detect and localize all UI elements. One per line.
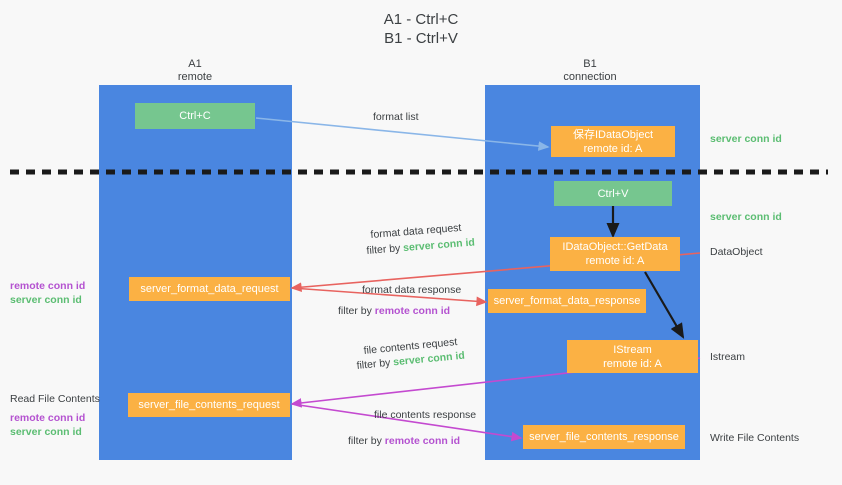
lane-header-b1-name: B1 <box>583 58 597 70</box>
left-note-format-remote: remote conn id <box>10 280 86 292</box>
right-note-write-file-contents: Write File Contents <box>710 432 800 444</box>
lane-header-a1-name: A1 <box>188 58 202 70</box>
remote-conn-id-token: remote conn id <box>384 435 461 447</box>
left-note-file-remote: remote conn id <box>10 412 86 424</box>
node-save-idataobject-line2: remote id: A <box>583 142 643 155</box>
node-server-file-contents-request-label: server_file_contents_request <box>138 399 280 411</box>
filter-prefix: filter by <box>348 435 385 447</box>
filter-prefix: filter by <box>356 356 394 372</box>
node-server-file-contents-response[interactable]: server_file_contents_response <box>523 425 685 449</box>
left-note-format-conn-ids: remote conn id server conn id <box>10 279 85 307</box>
edge-label-file-contents-response: file contents response <box>374 409 477 421</box>
filter-prefix: filter by <box>338 305 375 317</box>
left-note-file-conn-ids: remote conn id server conn id <box>10 411 85 439</box>
edge-label-format-data-response-filter: filter by remote conn id <box>338 304 450 318</box>
node-istream[interactable]: IStream remote id: A <box>567 340 698 373</box>
node-istream-line2: remote id: A <box>603 357 662 370</box>
lane-header-b1-subtitle: connection <box>563 71 617 83</box>
lane-header-a1: A1 remote <box>110 58 280 84</box>
node-ctrl-v-label: Ctrl+V <box>597 187 629 200</box>
edge-label-file-contents-response-filter: filter by remote conn id <box>348 434 460 448</box>
right-note-dataobject: DataObject <box>710 246 763 258</box>
edge-label-format-list: format list <box>373 111 419 123</box>
node-save-idataobject[interactable]: 保存IDataObject remote id: A <box>551 126 675 157</box>
right-note-istream: Istream <box>710 351 746 363</box>
node-save-idataobject-line1: 保存IDataObject <box>572 128 654 141</box>
node-istream-line1: IStream <box>613 343 652 356</box>
lane-header-b1: B1 connection <box>495 58 685 84</box>
left-note-read-file-contents: Read File Contents <box>10 393 100 405</box>
node-ctrl-c[interactable]: Ctrl+C <box>135 103 255 129</box>
left-note-format-server: server conn id <box>10 294 82 306</box>
node-ctrl-c-label: Ctrl+C <box>179 110 211 122</box>
node-server-file-contents-request[interactable]: server_file_contents_request <box>128 393 290 417</box>
left-note-file-server: server conn id <box>10 426 82 438</box>
node-ctrl-v[interactable]: Ctrl+V <box>554 181 672 206</box>
filter-prefix: filter by <box>366 242 404 257</box>
node-server-format-data-response[interactable]: server_format_data_response <box>488 289 646 313</box>
title-line-2: B1 - Ctrl+V <box>384 30 458 47</box>
node-server-format-data-response-label: server_format_data_response <box>493 295 641 307</box>
right-note-server-conn-id-mid: server conn id <box>710 211 782 223</box>
edge-label-format-data-response: format data response <box>362 284 462 296</box>
node-getdata[interactable]: IDataObject::GetData remote id: A <box>550 237 680 271</box>
node-server-format-data-request[interactable]: server_format_data_request <box>129 277 290 301</box>
page-title: A1 - Ctrl+C B1 - Ctrl+V <box>0 10 842 48</box>
server-conn-id-token: server conn id <box>402 236 476 255</box>
node-getdata-line1: IDataObject::GetData <box>562 241 668 253</box>
node-server-format-data-request-label: server_format_data_request <box>140 283 279 295</box>
node-server-file-contents-response-label: server_file_contents_response <box>529 431 679 443</box>
lane-header-a1-subtitle: remote <box>177 71 213 83</box>
node-getdata-line2: remote id: A <box>585 255 645 267</box>
title-line-1: A1 - Ctrl+C <box>383 11 459 28</box>
remote-conn-id-token: remote conn id <box>374 305 451 317</box>
right-note-server-conn-id-top: server conn id <box>710 133 782 145</box>
